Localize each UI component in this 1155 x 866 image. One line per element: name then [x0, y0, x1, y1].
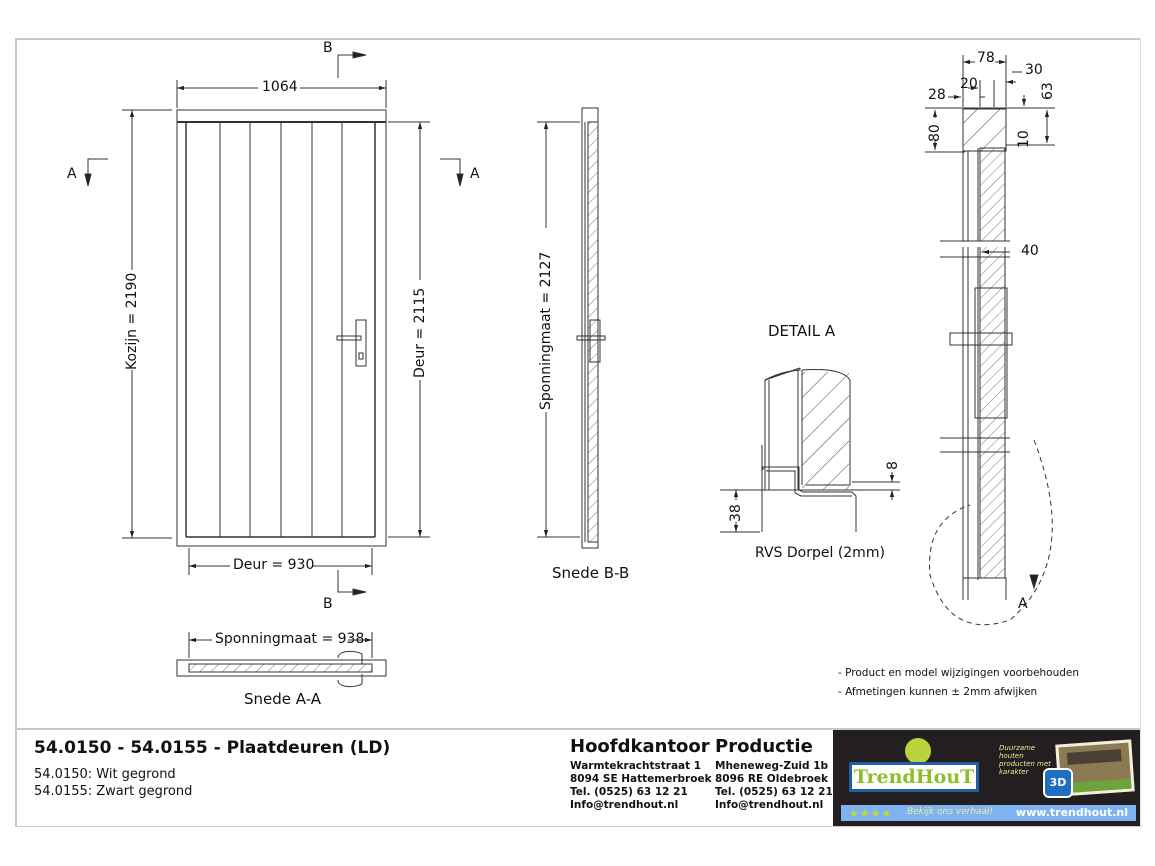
- section-bb-caption: Snede B-B: [552, 564, 630, 582]
- dim-frame-height: Kozijn = 2190: [124, 272, 140, 370]
- sheet-right-edge: [1140, 38, 1141, 826]
- head-office-address: Hoofdkantoor Warmtekrachtstraat 1 8094 S…: [570, 736, 712, 812]
- dim-sponningmaat-height: Sponningmaat = 2127: [538, 251, 554, 410]
- section-marker-a-right: A: [470, 166, 480, 182]
- production-phone: Tel. (0525) 63 12 21: [715, 786, 833, 798]
- production-address: Productie Mheneweg-Zuid 1b 8096 RE Oldeb…: [715, 736, 833, 812]
- dim-28: 28: [928, 87, 946, 103]
- side-profile-drawing: [929, 108, 1053, 626]
- head-office-heading: Hoofdkantoor: [570, 736, 710, 757]
- logo-slogan: Bekijk ons verhaal!: [907, 807, 994, 817]
- dim-78: 78: [977, 50, 995, 66]
- website-link[interactable]: www.trendhout.nl: [1015, 806, 1128, 819]
- brand-tagline: Duurzame houten producten met karakter: [999, 744, 1051, 776]
- head-office-phone: Tel. (0525) 63 12 21: [570, 786, 688, 798]
- head-office-city: 8094 SE Hattemerbroek: [570, 773, 712, 785]
- sheet-bottom-edge: [15, 826, 1142, 827]
- section-marker-a-left: A: [67, 166, 77, 182]
- dim-63: 63: [1040, 82, 1056, 100]
- section-aa-caption: Snede A-A: [244, 690, 322, 708]
- variant-white: 54.0150: Wit gegrond: [34, 767, 176, 782]
- note-changes: - Product en model wijzigingen voorbehou…: [838, 667, 1080, 679]
- dim-40: 40: [1021, 243, 1039, 259]
- production-heading: Productie: [715, 736, 813, 757]
- 3d-badge-icon: 3D: [1043, 768, 1073, 798]
- section-bb-drawing: [576, 107, 606, 549]
- detail-a-dim-38: 38: [728, 504, 744, 522]
- brand-logo: TrendHouT: [849, 762, 979, 792]
- star-icons: ★★★★: [849, 807, 893, 820]
- logo-info-bar: ★★★★ Bekijk ons verhaal! www.trendhout.n…: [841, 805, 1136, 821]
- detail-a-dim-8: 8: [885, 461, 901, 470]
- section-aa-drawing: [176, 650, 387, 688]
- tree-icon: [905, 738, 931, 764]
- head-office-street: Warmtekrachtstraat 1: [570, 760, 702, 772]
- dim-door-width: Deur = 930: [233, 557, 315, 573]
- production-street: Mheneweg-Zuid 1b: [715, 760, 829, 772]
- dim-30: 30: [1025, 62, 1043, 78]
- dim-80: 80: [927, 124, 943, 142]
- dim-width-total: 1064: [262, 79, 298, 95]
- front-view-door: [176, 109, 387, 547]
- dim-10: 10: [1016, 130, 1032, 148]
- trendhout-logo-banner: TrendHouT Duurzame houten producten met …: [833, 730, 1140, 826]
- dim-20: 20: [960, 76, 978, 92]
- note-tolerance: - Afmetingen kunnen ± 2mm afwijken: [838, 686, 1038, 698]
- head-office-email: Info@trendhout.nl: [570, 799, 679, 811]
- production-city: 8096 RE Oldebroek: [715, 773, 828, 785]
- detail-a-caption: RVS Dorpel (2mm): [755, 545, 885, 561]
- detail-a-drawing: [720, 367, 900, 533]
- detail-a-title: DETAIL A: [768, 322, 836, 340]
- detail-marker-a: A: [1018, 596, 1028, 612]
- dim-door-height: Deur = 2115: [412, 287, 428, 378]
- section-marker-b-bottom: B: [323, 596, 333, 612]
- dim-sponningmaat-width: Sponningmaat = 938: [215, 631, 365, 647]
- title-block: 54.0150 - 54.0155 - Plaatdeuren (LD) 54.…: [15, 728, 1140, 826]
- drawing-sheet-border: [15, 38, 1140, 826]
- section-marker-b-top: B: [323, 40, 333, 56]
- drawing-title: 54.0150 - 54.0155 - Plaatdeuren (LD): [34, 738, 391, 758]
- production-email: Info@trendhout.nl: [715, 799, 824, 811]
- variant-black: 54.0155: Zwart gegrond: [34, 784, 193, 799]
